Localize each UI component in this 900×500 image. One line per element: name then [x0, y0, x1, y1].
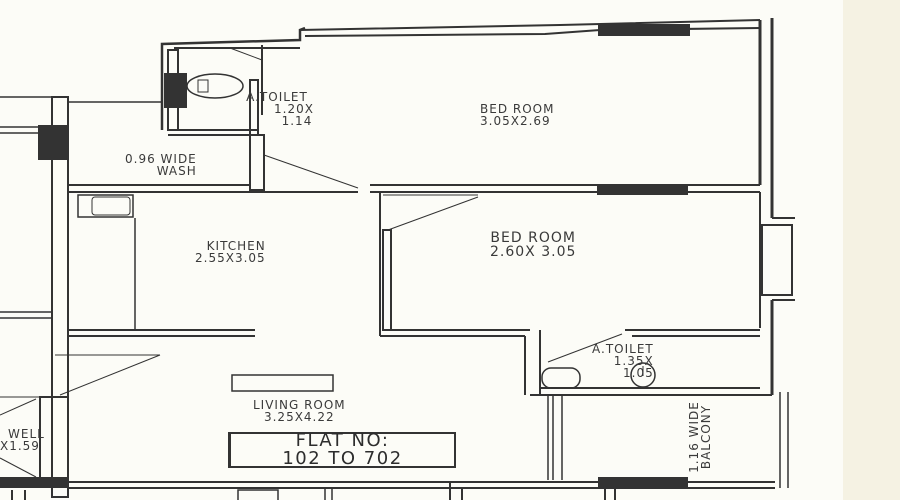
room-name: BED ROOM — [490, 230, 576, 246]
room-name: 0.96 WIDE — [125, 152, 197, 166]
room-dimension: 2.60X 3.05 — [490, 244, 577, 260]
toilet-1-label: A.TOILET 1.20X 1.14 — [240, 91, 314, 127]
room-name: WELL — [8, 427, 45, 441]
room-dimension: 3.05X2.69 — [480, 114, 551, 128]
room-dimension: 1.05 — [623, 366, 654, 380]
bedroom-1-label: BED ROOM 3.05X2.69 — [480, 103, 554, 127]
room-dimension: 3.25X4.22 — [263, 410, 335, 424]
flat-number-title: FLAT NO: — [295, 430, 390, 451]
room-dimension: 1.14 — [281, 114, 313, 128]
floor-plan-drawing — [0, 18, 795, 500]
room-name: LIVING ROOM — [253, 398, 346, 412]
side-panel — [843, 0, 900, 500]
room-dimension: X1.59 — [0, 439, 40, 453]
room-dimension: 1.20X — [274, 102, 314, 116]
living-room-label: LIVING ROOM 3.25X4.22 — [253, 399, 346, 423]
flat-number-box: FLAT NO: 102 TO 702 — [228, 432, 456, 468]
room-name: A.TOILET — [592, 342, 654, 356]
floor-plan: A.TOILET 1.20X 1.14 BED ROOM 3.05X2.69 0… — [0, 18, 795, 500]
room-name: A.TOILET — [246, 90, 308, 104]
bedroom-2-label: BED ROOM 2.60X 3.05 — [490, 231, 576, 259]
room-dimension: 2.55X3.05 — [195, 251, 266, 265]
kitchen-label: KITCHEN 2.55X3.05 — [195, 240, 266, 264]
room-dimension: 1.35X — [613, 354, 654, 368]
toilet-2-label: A.TOILET 1.35X 1.05 — [592, 343, 654, 379]
room-name: BED ROOM — [480, 102, 555, 116]
room-name: WASH — [156, 164, 197, 178]
well-label: WELL X1.59 — [0, 428, 45, 452]
wash-label: 0.96 WIDE WASH — [125, 153, 197, 177]
flat-number-range: 102 TO 702 — [282, 448, 403, 469]
room-name: BALCONY — [699, 404, 713, 470]
balcony-label: 1.16 WIDE BALCONY — [687, 377, 713, 497]
room-name: KITCHEN — [206, 239, 266, 253]
